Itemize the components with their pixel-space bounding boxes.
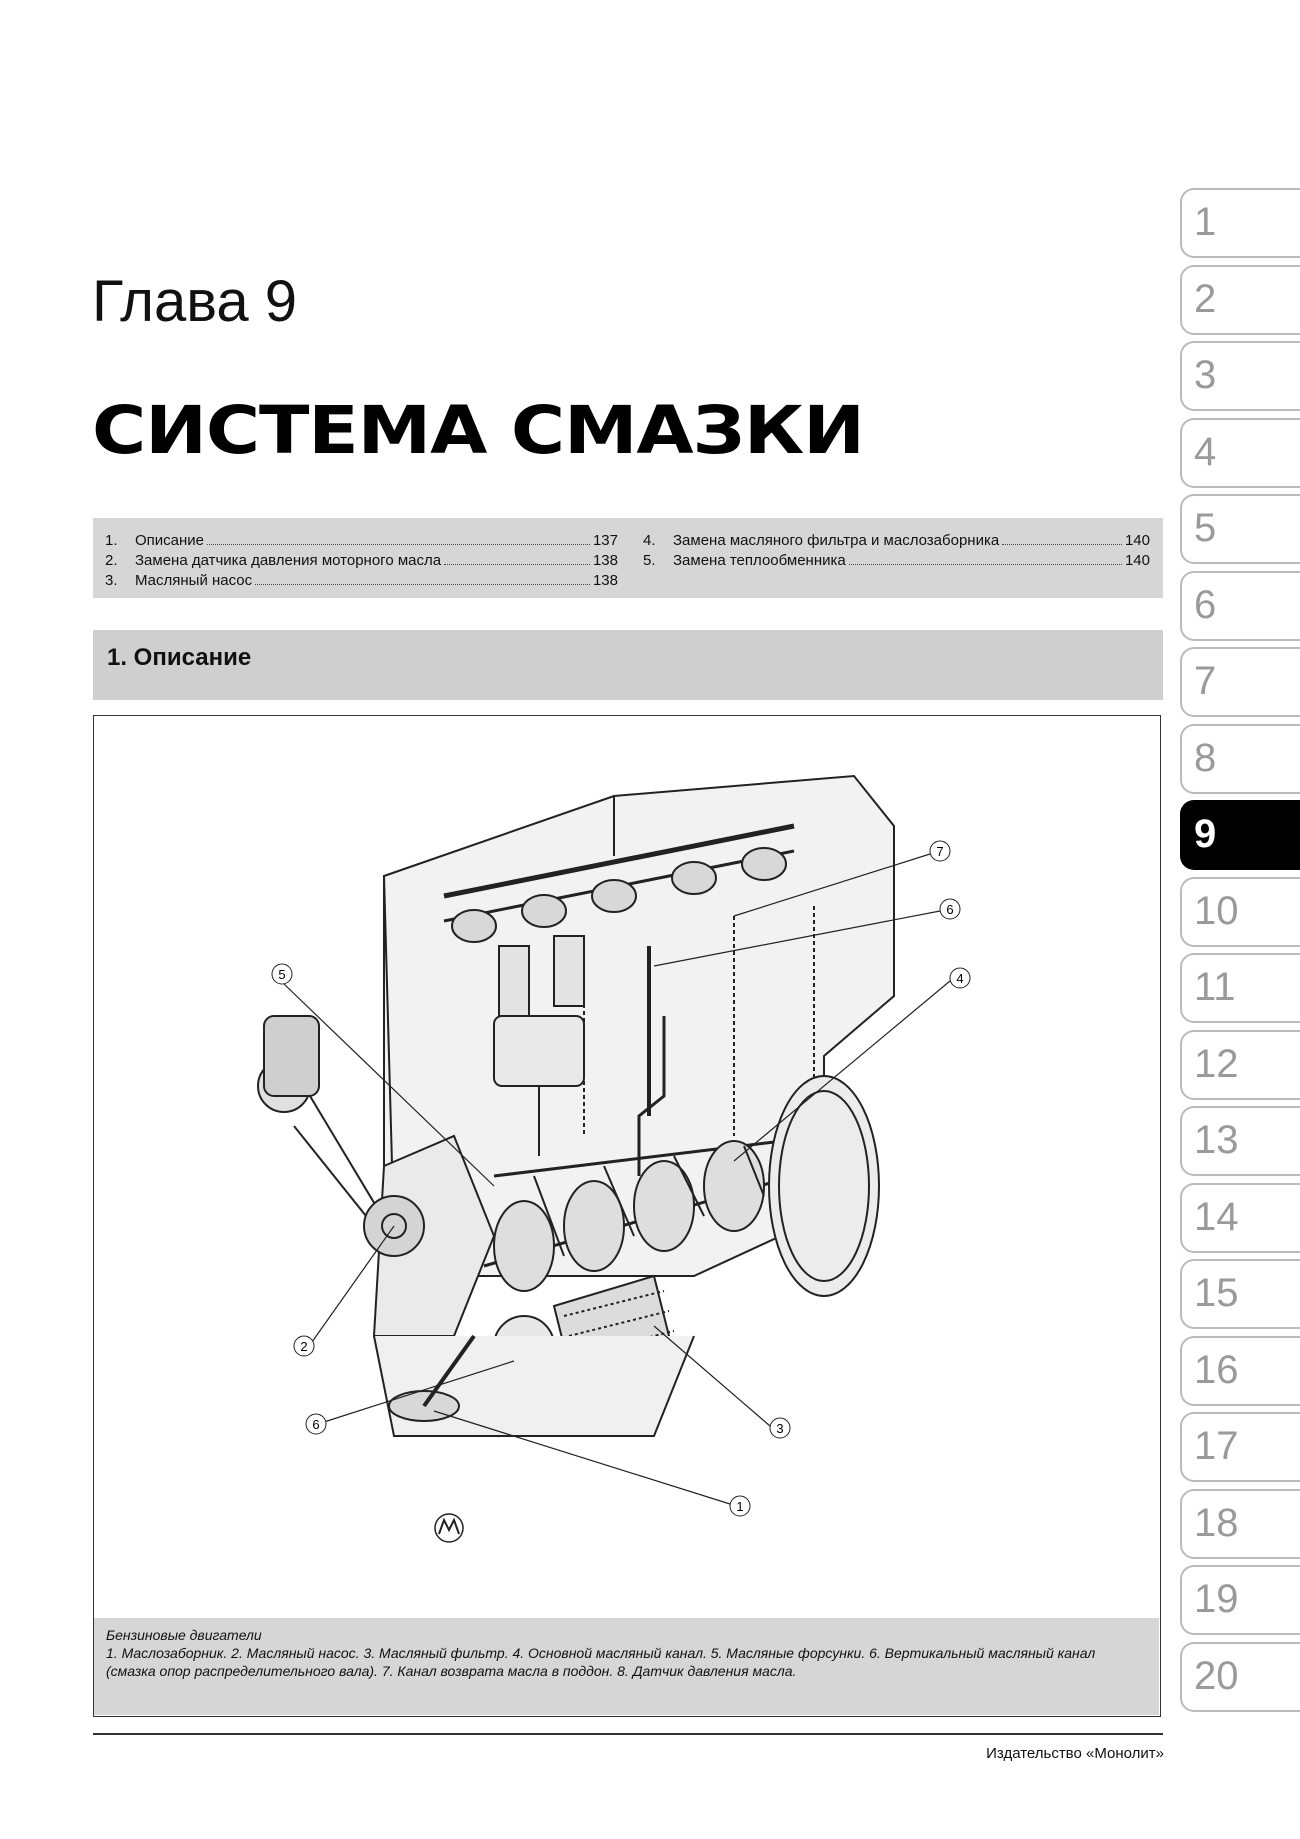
callout-4: 4	[733, 967, 971, 1162]
chapter-tab-19[interactable]: 19	[1180, 1565, 1300, 1635]
chapter-tab-label: 2	[1194, 276, 1217, 321]
callout-label: 1	[736, 1499, 743, 1514]
chapter-tab-label: 20	[1194, 1653, 1239, 1698]
callout-label: 5	[278, 967, 285, 982]
toc-leader-dots	[255, 584, 590, 585]
chapter-tab-8[interactable]: 8	[1180, 723, 1300, 794]
section-title: 1. Описание	[107, 644, 252, 671]
footer-divider	[93, 1733, 1163, 1735]
toc-entry-page: 138	[592, 572, 618, 589]
toc-leader-dots	[1002, 544, 1122, 545]
chapter-tab-10[interactable]: 10	[1180, 876, 1300, 947]
callout-group: 7 6 4 5 2	[271, 840, 971, 1517]
toc-entry-page: 140	[1124, 552, 1150, 569]
toc-leader-dots	[444, 564, 590, 565]
toc-entry[interactable]: 4. Замена масляного фильтра и маслозабор…	[643, 532, 1150, 552]
caption-text: 1. Маслозаборник. 2. Масляный насос. 3. …	[106, 1645, 1096, 1679]
chapter-tab-label: 17	[1194, 1424, 1239, 1468]
toc-leader-dots	[848, 564, 1122, 565]
chapter-tab-2[interactable]: 2	[1180, 264, 1300, 335]
chapter-tab-label: 5	[1194, 506, 1217, 550]
toc-column-right: 4. Замена масляного фильтра и маслозабор…	[643, 532, 1150, 572]
engine-drawing	[257, 774, 895, 1437]
callout-3: 3	[653, 1325, 791, 1439]
chapter-tab-3[interactable]: 3	[1180, 341, 1300, 411]
chapter-tab-18[interactable]: 18	[1180, 1488, 1300, 1559]
chapter-tab-label: 15	[1194, 1271, 1239, 1315]
toc-entry-number: 4.	[643, 532, 656, 549]
figure-caption: Бензиновые двигатели 1. Маслозаборник. 2…	[94, 1618, 1159, 1715]
chapter-tab-5[interactable]: 5	[1180, 494, 1300, 564]
table-of-contents: 1. Описание 137 2. Замена датчика давлен…	[93, 518, 1163, 598]
callout-7: 7	[733, 840, 951, 917]
toc-entry[interactable]: 1. Описание 137	[105, 532, 618, 552]
toc-entry-text: Замена теплообменника	[673, 552, 846, 569]
publisher-logo-icon	[434, 1513, 464, 1543]
callout-label: 4	[956, 971, 963, 986]
chapter-tab-label: 16	[1194, 1347, 1239, 1392]
callout-6-top: 6	[653, 898, 961, 967]
chapter-tab-9[interactable]: 9	[1180, 800, 1300, 870]
chapter-tab-11[interactable]: 11	[1180, 953, 1300, 1023]
toc-entry-text: Масляный насос	[135, 572, 253, 589]
callout-6-bottom: 6	[305, 1360, 515, 1435]
chapter-tab-label: 14	[1194, 1194, 1239, 1239]
chapter-tab-label: 7	[1194, 659, 1217, 703]
chapter-tab-label: 13	[1194, 1118, 1239, 1162]
chapter-tab-label: 18	[1194, 1500, 1239, 1545]
chapter-tab-6[interactable]: 6	[1180, 570, 1300, 641]
callout-2: 2	[293, 1225, 395, 1357]
chapter-tab-7[interactable]: 7	[1180, 647, 1300, 717]
toc-entry[interactable]: 5. Замена теплообменника 140	[643, 552, 1150, 572]
toc-entry-text: Описание	[135, 532, 205, 549]
chapter-tab-15[interactable]: 15	[1180, 1259, 1300, 1329]
chapter-tab-label: 12	[1194, 1041, 1239, 1086]
chapter-tab-13[interactable]: 13	[1180, 1106, 1300, 1176]
section-header: 1. Описание	[93, 630, 1163, 700]
chapter-tab-label: 11	[1194, 965, 1236, 1009]
callout-1: 1	[433, 1410, 751, 1517]
callout-label: 2	[300, 1339, 307, 1354]
toc-column-left: 1. Описание 137 2. Замена датчика давлен…	[105, 532, 618, 592]
chapter-tab-12[interactable]: 12	[1180, 1029, 1300, 1100]
chapter-tab-label: 3	[1194, 353, 1217, 397]
toc-entry-page: 137	[592, 532, 618, 549]
chapter-tab-label: 9	[1194, 812, 1217, 856]
chapter-label: Глава 9	[92, 269, 298, 334]
callout-label: 7	[936, 844, 943, 859]
chapter-tab-14[interactable]: 14	[1180, 1182, 1300, 1253]
chapter-tab-1[interactable]: 1	[1180, 188, 1300, 258]
chapter-tab-label: 19	[1194, 1577, 1239, 1621]
toc-entry-number: 2.	[105, 552, 118, 569]
callout-5: 5	[271, 963, 495, 1187]
chapter-tab-label: 8	[1194, 735, 1217, 780]
engine-figure: 7 6 4 5 2	[93, 715, 1161, 1717]
chapter-title: СИСТЕМА СМАЗКИ	[92, 392, 865, 469]
toc-entry-number: 3.	[105, 572, 118, 589]
chapter-tab-label: 10	[1194, 888, 1239, 933]
toc-leader-dots	[207, 544, 590, 545]
callout-label: 3	[776, 1421, 783, 1436]
toc-entry[interactable]: 2. Замена датчика давления моторного мас…	[105, 552, 618, 572]
chapter-tab-16[interactable]: 16	[1180, 1335, 1300, 1406]
chapter-tab-20[interactable]: 20	[1180, 1641, 1300, 1712]
callout-label: 6	[946, 902, 953, 917]
chapter-tab-4[interactable]: 4	[1180, 417, 1300, 488]
toc-entry-page: 138	[592, 552, 618, 569]
chapter-tab-label: 1	[1194, 200, 1217, 244]
chapter-tab-17[interactable]: 17	[1180, 1412, 1300, 1482]
chapter-tab-label: 4	[1194, 429, 1217, 474]
toc-entry-text: Замена датчика давления моторного масла	[135, 552, 442, 569]
toc-entry-page: 140	[1124, 532, 1150, 549]
toc-entry-text: Замена масляного фильтра и маслозаборник…	[673, 532, 1000, 549]
publisher-name: Издательство «Монолит»	[986, 1745, 1164, 1762]
toc-entry-number: 1.	[105, 532, 118, 549]
toc-entry-number: 5.	[643, 552, 656, 569]
caption-heading: Бензиновые двигатели	[106, 1627, 262, 1643]
callout-label: 6	[312, 1417, 319, 1432]
engine-lubrication-diagram: 7 6 4 5 2	[257, 774, 971, 1543]
toc-entry[interactable]: 3. Масляный насос 138	[105, 572, 618, 592]
chapter-tab-label: 6	[1194, 582, 1217, 627]
